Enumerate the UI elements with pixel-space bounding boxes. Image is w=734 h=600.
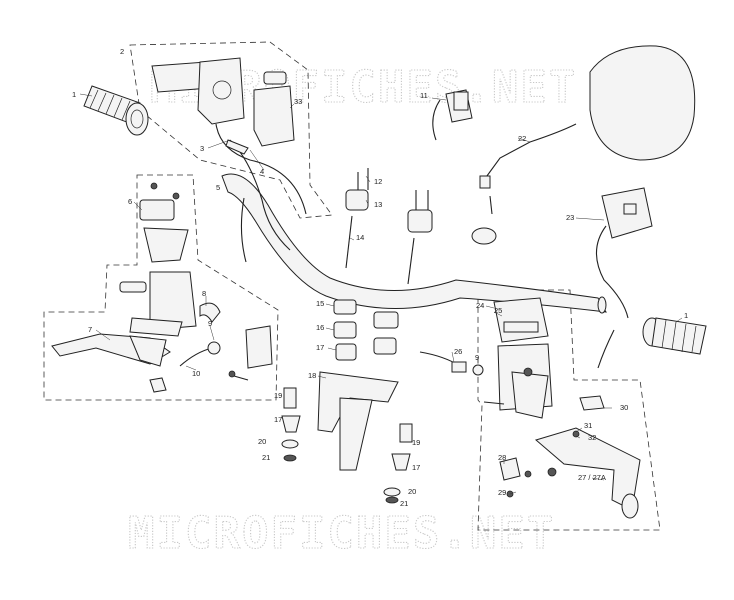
handlebar: [221, 173, 607, 314]
right-grip: [642, 317, 707, 355]
callout-27-27a: 27 / 27A: [578, 473, 606, 482]
callout-19-right: 19: [412, 438, 420, 447]
clutch-cable: [240, 197, 247, 263]
callout-2: 2: [120, 47, 124, 56]
callout-17-right: 17: [412, 463, 420, 472]
callout-33: 33: [294, 97, 302, 106]
left-lever-assembly: [51, 182, 273, 393]
callout-11: 11: [420, 91, 428, 100]
callout-21-right: 21: [400, 499, 408, 508]
callout-1-left: 1: [72, 90, 76, 99]
callout-31: 31: [584, 421, 592, 430]
throttle-assembly: [151, 57, 307, 251]
riser-clamps: [281, 168, 433, 504]
left-grip: [83, 85, 149, 136]
callout-15: 15: [316, 299, 324, 308]
box-left-lever-group: [43, 174, 279, 401]
callout-6: 6: [128, 197, 132, 206]
callout-25: 25: [494, 306, 502, 315]
handlebar-tube: [221, 173, 607, 313]
right-lever-assembly: [419, 297, 641, 519]
callout-17-upper: 17: [316, 343, 324, 352]
callout-8: 8: [202, 289, 206, 298]
callout-9-right: 9: [475, 353, 479, 362]
callout-14: 14: [356, 233, 364, 242]
callout-30: 30: [620, 403, 628, 412]
callout-29: 29: [498, 488, 506, 497]
callout-32: 32: [588, 433, 596, 442]
right-switch: [595, 187, 653, 369]
callout-1-right: 1: [684, 311, 688, 320]
callout-24: 24: [476, 301, 484, 310]
kill-switch: [432, 89, 473, 141]
callout-labels: 1 2 3 4 5 6 7 8 9 10 11 12 13 14 15 16 1…: [72, 47, 688, 508]
leader-lines: [79, 93, 683, 495]
callout-17-left: 17: [274, 415, 282, 424]
callout-28: 28: [498, 453, 506, 462]
callout-21-left: 21: [262, 453, 270, 462]
callout-4: 4: [260, 167, 264, 176]
callout-12: 12: [374, 177, 382, 186]
watermark-bottom: MICROFICHES.NET: [128, 508, 555, 559]
assembly-boxes: [43, 41, 661, 531]
callout-20-right: 20: [408, 487, 416, 496]
box-throttle-group: [129, 41, 333, 219]
callout-5: 5: [216, 183, 220, 192]
callout-3: 3: [200, 144, 204, 153]
callout-10: 10: [192, 369, 200, 378]
callout-13: 13: [374, 200, 382, 209]
callout-19-left: 19: [274, 391, 282, 400]
callout-23: 23: [566, 213, 574, 222]
callout-18: 18: [308, 371, 316, 380]
callout-26: 26: [454, 347, 462, 356]
callout-16: 16: [316, 323, 324, 332]
box-right-master-group: [477, 289, 661, 531]
callout-20-left: 20: [258, 437, 266, 446]
callout-22: 22: [518, 134, 526, 143]
callout-7: 7: [88, 325, 92, 334]
handlebar-end-right: [597, 296, 607, 314]
callout-9-left: 9: [208, 319, 212, 328]
